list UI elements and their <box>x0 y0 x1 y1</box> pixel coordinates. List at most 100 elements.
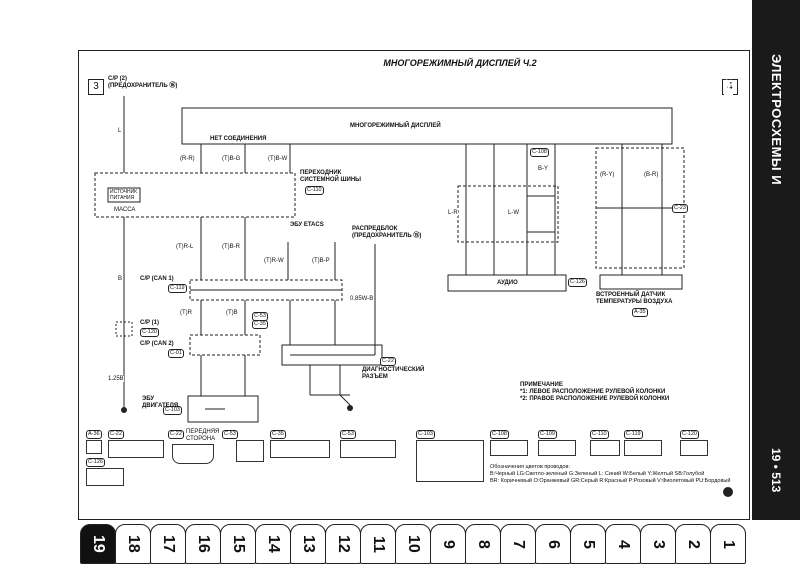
conn-a36: A-36 <box>86 430 102 439</box>
wire-l: L <box>118 128 122 134</box>
wire-ry: (R-Y) <box>600 172 615 178</box>
diagram-title: МНОГОРЕЖИМНЫЙ ДИСПЛЕЙ Ч.2 <box>383 58 537 68</box>
legend-line1: B:Черный LG:Светло-зеленый G:Зеленый L: … <box>490 471 705 477</box>
source-box <box>107 187 141 203</box>
wire-tr: (T)R <box>180 310 192 316</box>
can1-label: С/Р (CAN 1) <box>140 276 174 282</box>
notes-title: ПРИМЕЧАНИЕ <box>520 382 563 388</box>
fusebox-label: РАСПРЕДБЛОК (ПРЕДОХРАНИТЕЛЬ ⑮) <box>352 226 421 240</box>
fusebox-line1: РАСПРЕДБЛОК <box>352 226 398 232</box>
source-label: ИСТОЧНИК ПИТАНИЯ <box>110 189 137 201</box>
adapter-line1: ПЕРЕХОДНИК <box>300 170 342 176</box>
wire-lr: L-R <box>448 210 458 216</box>
tab-14[interactable]: 14 <box>255 524 291 564</box>
ground-label: МАССА <box>114 207 136 213</box>
wire-125b: 1.25B <box>108 376 124 382</box>
legend-line2: BR: Коричневый O:Оранжевый GR:Серый R:Кр… <box>490 478 731 484</box>
tab-1[interactable]: 1 <box>710 524 746 564</box>
tab-10[interactable]: 10 <box>395 524 431 564</box>
tab-13[interactable]: 13 <box>290 524 326 564</box>
ref-c108: C-108 <box>530 148 549 157</box>
tab-15[interactable]: 15 <box>220 524 256 564</box>
ecu-line1: ЭБУ <box>142 396 155 402</box>
front-side-line1: ПЕРЕДНЯЯ <box>186 429 220 435</box>
tab-16[interactable]: 16 <box>185 524 221 564</box>
adapter-label: ПЕРЕХОДНИК СИСТЕМНОЙ ШИНЫ <box>300 170 361 184</box>
sidebar <box>752 0 800 520</box>
diagram-frame <box>78 50 750 520</box>
tab-17[interactable]: 17 <box>150 524 186 564</box>
tab-8[interactable]: 8 <box>465 524 501 564</box>
power-source-line2: (ПРЕДОХРАНИТЕЛЬ ⑯) <box>108 83 178 89</box>
adapter-ref: C-110 <box>305 186 324 195</box>
conn-c22-shape <box>108 440 164 458</box>
wire-tbw: (T)B-W <box>268 156 288 162</box>
diag-label: ДИАГНОСТИЧЕСКИЙ РАЗЪЕМ <box>362 367 424 381</box>
wire-by: B-Y <box>538 166 549 172</box>
display-title: МНОГОРЕЖИМНЫЙ ДИСПЛЕЙ <box>350 123 441 129</box>
tab-18[interactable]: 18 <box>115 524 151 564</box>
conn-c119: C-119 <box>624 430 643 439</box>
conn-c53-shape <box>236 440 264 462</box>
conn-c103: C-103 <box>416 430 435 439</box>
conn-c22b: C-22 <box>168 430 184 439</box>
diag-ref: C-22 <box>380 357 396 366</box>
conn-a36-shape <box>86 440 102 454</box>
audio-label: АУДИО <box>497 280 518 286</box>
wire-br: (B-R) <box>644 172 659 178</box>
conn-c126: C-126 <box>86 458 105 467</box>
audio-ref: C-126 <box>568 278 587 287</box>
note-2: *2: ПРАВОЕ РАСПОЛОЖЕНИЕ РУЛЕВОЙ КОЛОНКИ <box>520 396 670 402</box>
page-marker-right: 4 <box>722 79 738 95</box>
conn-c109-shape <box>538 440 576 456</box>
ecu-ref: C-103 <box>163 406 182 415</box>
ecu-box <box>187 395 259 423</box>
tab-11[interactable]: 11 <box>360 524 396 564</box>
tab-12[interactable]: 12 <box>325 524 361 564</box>
tab-19[interactable]: 19 <box>80 524 116 564</box>
wire-085: 0.85W-B <box>350 296 374 302</box>
can1-ref: C-119 <box>168 284 187 293</box>
source-line2: ПИТАНИЯ <box>110 195 135 201</box>
diag-box <box>281 344 383 366</box>
can2-ref: C-01 <box>168 349 184 358</box>
tab-3[interactable]: 3 <box>640 524 676 564</box>
display-box <box>181 107 673 145</box>
power-source-line1: С/Р (2) <box>108 76 128 82</box>
conn-c53b-shape <box>340 440 396 458</box>
tab-7[interactable]: 7 <box>500 524 536 564</box>
tab-4[interactable]: 4 <box>605 524 641 564</box>
tab-9[interactable]: 9 <box>430 524 466 564</box>
diag-line1: ДИАГНОСТИЧЕСКИЙ <box>362 367 425 373</box>
wire-color-legend: Обозначения цветов проводов: B:Черный LG… <box>490 464 730 485</box>
page-marker-left: 3 <box>88 79 104 95</box>
cp1-ref: C-120 <box>140 328 159 337</box>
conn-c110: C-110 <box>590 430 609 439</box>
sensor-label: ВСТРОЕННЫЙ ДАТЧИК ТЕМПЕРАТУРЫ ВОЗДУХА <box>596 292 672 306</box>
sidebar-title: ЭЛЕКТРОСХЕМЫ И РАЗЪЕМЫ <box>721 54 784 186</box>
wire-trw: (T)R-W <box>264 258 284 264</box>
tab-2[interactable]: 2 <box>675 524 711 564</box>
audio-box <box>447 274 567 292</box>
conn-c35: C-35 <box>270 430 286 439</box>
wire-tb: (T)B <box>226 310 238 316</box>
sensor-line2: ТЕМПЕРАТУРЫ ВОЗДУХА <box>596 299 673 305</box>
wire-lw: L-W <box>508 210 519 216</box>
wire-b: B <box>118 276 123 282</box>
wiring-diagram <box>94 96 733 497</box>
sensor-box <box>599 274 683 290</box>
conn-c108-shape <box>490 440 528 456</box>
tab-5[interactable]: 5 <box>570 524 606 564</box>
tab-6[interactable]: 6 <box>535 524 571 564</box>
conn-c120: C-120 <box>680 430 699 439</box>
ebu-etacs-label: ЭБУ ETACS <box>290 222 324 228</box>
wire-tbr: (T)B-R <box>222 244 240 250</box>
can2-label: С/Р (CAN 2) <box>140 341 174 347</box>
adapter-line2: СИСТЕМНОЙ ШИНЫ <box>300 177 362 183</box>
ref-c23: C-23 <box>672 204 688 213</box>
power-source-label: С/Р (2) (ПРЕДОХРАНИТЕЛЬ ⑯) <box>108 76 177 90</box>
front-side-line2: СТОРОНА <box>186 436 216 442</box>
source-line1: ИСТОЧНИК <box>110 189 138 195</box>
conn-c108: C-108 <box>490 430 509 439</box>
